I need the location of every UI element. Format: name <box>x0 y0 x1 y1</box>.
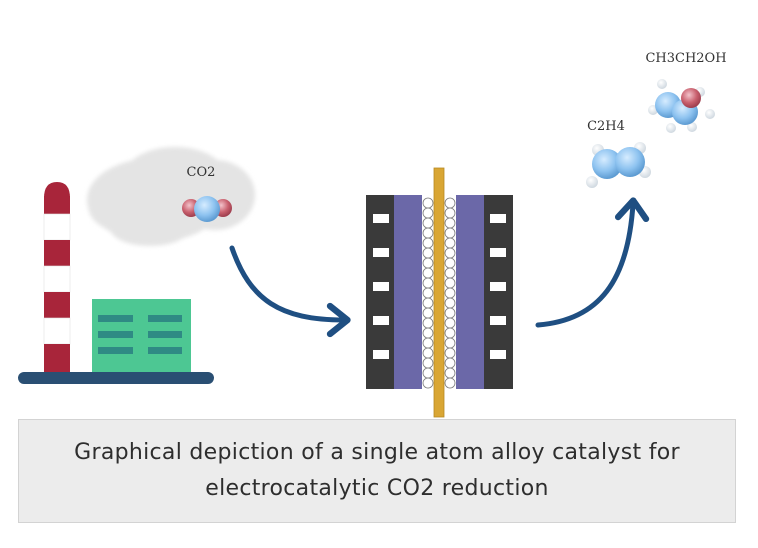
caption-text: Graphical depiction of a single atom all… <box>74 440 680 501</box>
left-membrane <box>394 195 422 389</box>
ethanol-label: CH3CH2OH <box>645 51 726 66</box>
ground-bar <box>18 372 214 384</box>
c2h4-label: C2H4 <box>587 119 625 134</box>
factory-building <box>92 299 191 372</box>
catalyst-membrane <box>433 167 445 418</box>
flow-arrow-icon <box>535 197 650 328</box>
ethanol-molecule-icon <box>648 79 715 133</box>
right-electrode <box>484 195 513 389</box>
electrolyzer-cell-icon <box>366 167 513 418</box>
factory-icon <box>18 182 214 384</box>
smoke-cloud-icon <box>87 147 255 246</box>
left-catalyst-layer <box>422 197 434 389</box>
flow-arrow-icon <box>229 245 351 338</box>
co2-molecule-icon <box>182 196 232 222</box>
ethylene-molecule-icon <box>586 142 651 188</box>
right-catalyst-layer <box>444 197 456 389</box>
chimney <box>43 182 71 372</box>
caption-box: Graphical depiction of a single atom all… <box>18 419 736 523</box>
co2-reduction-diagram: CO2 <box>18 51 727 418</box>
left-electrode <box>366 195 394 389</box>
right-membrane <box>456 195 484 389</box>
co2-label: CO2 <box>187 165 216 180</box>
